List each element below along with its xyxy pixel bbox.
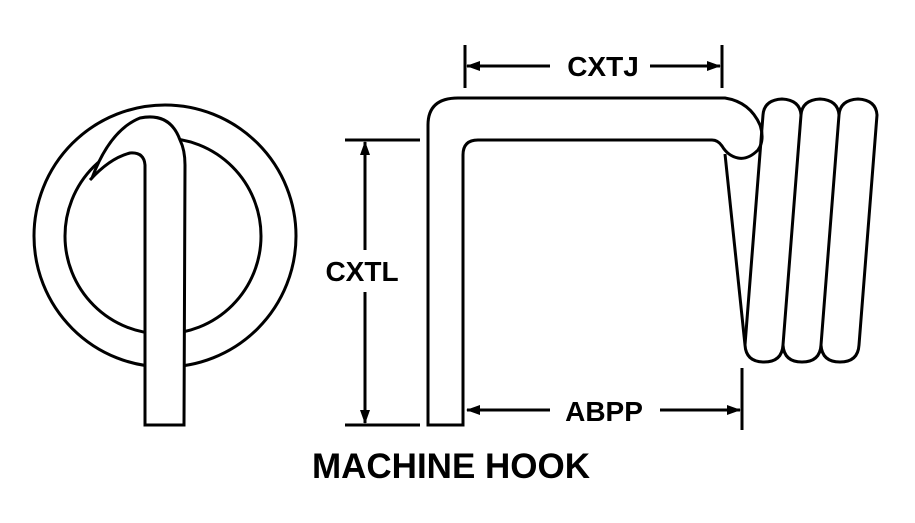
- end-view: [32, 103, 298, 427]
- side-view: [426, 96, 879, 427]
- dimension-cxtl: [345, 138, 420, 427]
- hook-loop: [88, 115, 187, 427]
- hook-arm: [426, 96, 764, 427]
- coils: [743, 97, 879, 364]
- taper-line: [723, 153, 747, 346]
- coil-2: [781, 97, 841, 364]
- coil-3: [819, 97, 879, 364]
- diagram-title: MACHINE HOOK: [312, 447, 590, 486]
- label-abpp: ABPP: [565, 396, 643, 427]
- label-cxtj: CXTJ: [567, 51, 639, 82]
- dimension-abpp: [466, 368, 744, 430]
- label-cxtl: CXTL: [325, 256, 398, 287]
- dimension-cxtj: [463, 45, 724, 88]
